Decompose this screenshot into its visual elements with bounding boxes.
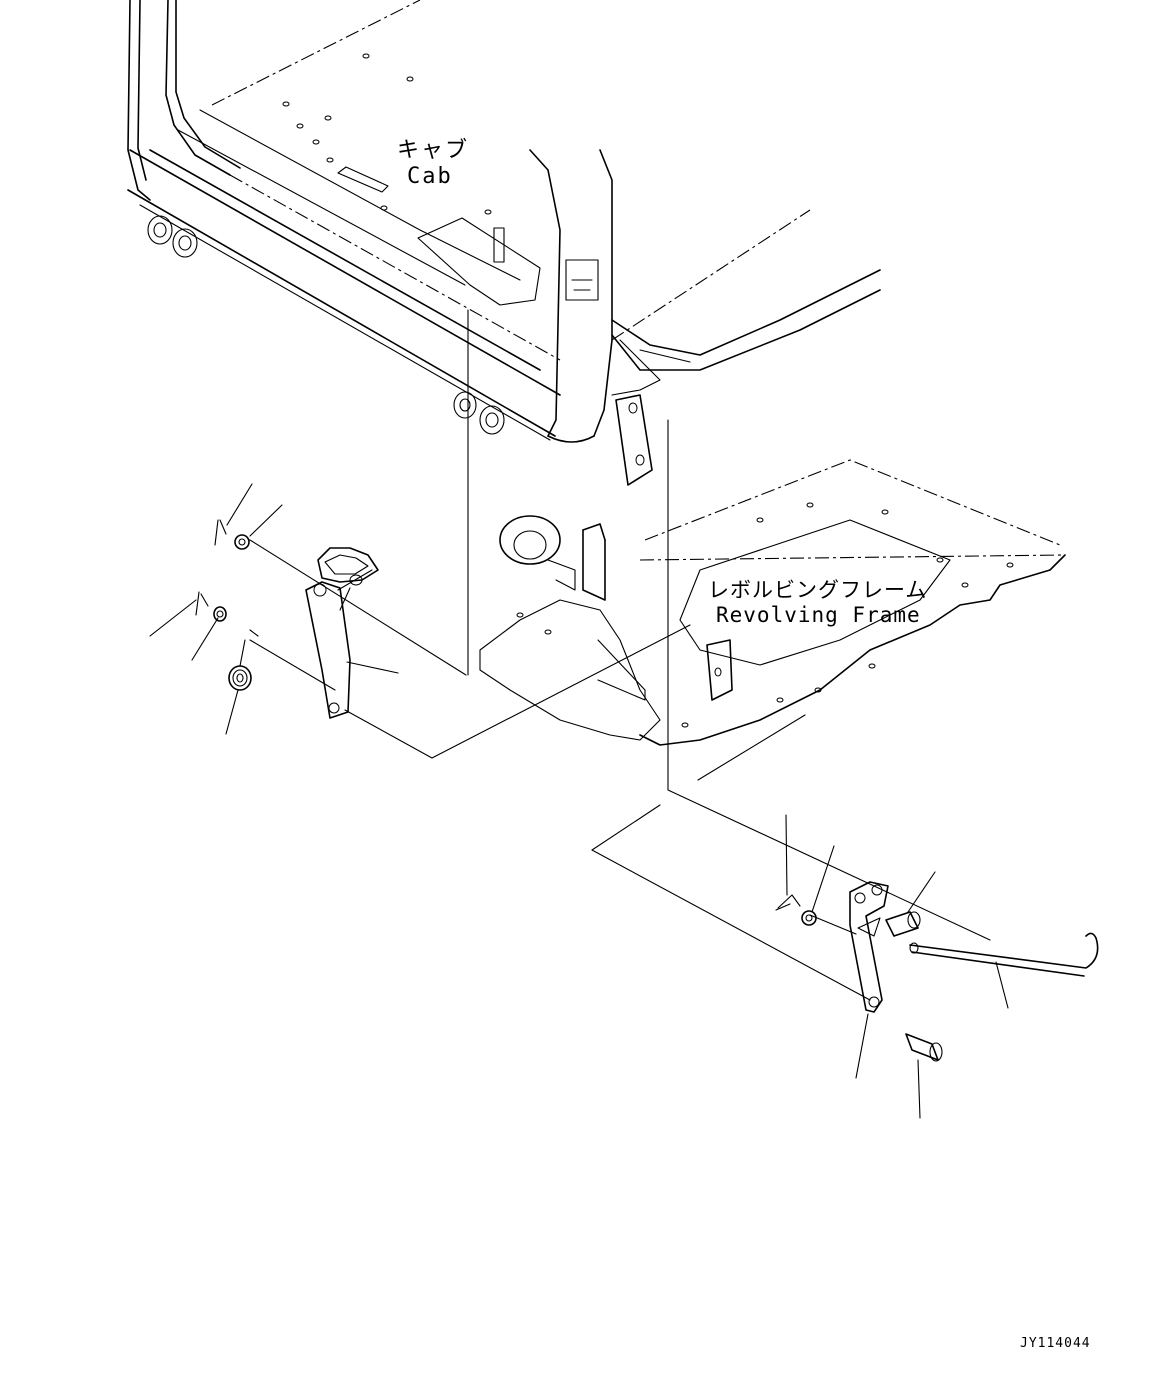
cab-label-japanese: キャブ [397,138,470,163]
cab-structure [127,0,881,443]
revolving-frame-structure [479,394,1066,746]
cab-label: Cab [407,164,453,189]
revolving-frame-label: Revolving Frame [716,603,921,627]
revolving-frame-label-japanese: レボルビングフレーム [708,578,928,602]
right-lever-assembly [775,814,1099,1119]
assembly-lines [249,309,991,1001]
drawing-code: JY114044 [1020,1336,1091,1351]
left-lever-assembly [149,483,399,735]
